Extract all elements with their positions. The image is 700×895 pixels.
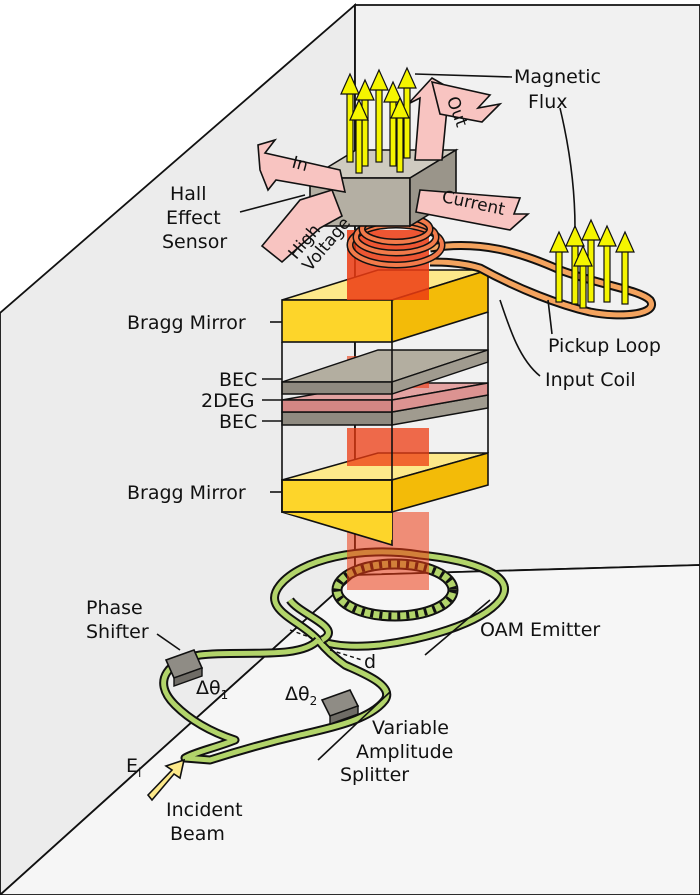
label-delta-theta-2: Δθ2 [285, 683, 317, 708]
flux-arrow [615, 230, 635, 305]
flux-arrows-sensor [340, 66, 417, 174]
flux-arrow [565, 224, 585, 305]
in-arrow [257, 138, 347, 193]
text-labels: Magnetic Flux In Out Current High Voltag… [86, 66, 661, 845]
incident-beam-arrow [146, 758, 186, 802]
flux-arrows-pickup [549, 218, 635, 309]
flux-arrow [397, 66, 417, 159]
label-phase-shifter-2: Shifter [86, 621, 149, 643]
distance-marker-upper [289, 629, 313, 639]
label-delta-theta-1: Δθ1 [196, 677, 228, 702]
label-oam-emitter: OAM Emitter [480, 619, 600, 641]
phase-shifter-1 [164, 648, 204, 687]
flux-arrow [369, 68, 389, 163]
flux-arrow [573, 244, 593, 309]
current-arrow [415, 189, 531, 231]
label-bec-top: BEC [219, 369, 257, 391]
distance-marker-lower [329, 649, 363, 661]
label-vas-1: Variable [372, 717, 449, 739]
high-voltage-arrow [260, 189, 343, 264]
label-distance: d [364, 651, 376, 673]
flux-arrow [597, 224, 617, 303]
label-bragg-top: Bragg Mirror [127, 312, 246, 334]
cavity-beam-lower [347, 428, 429, 466]
label-field-ei: Ei [126, 755, 141, 780]
label-bec-bottom: BEC [219, 411, 257, 433]
flux-arrow [581, 218, 601, 303]
flux-arrow [349, 98, 369, 174]
leader-lines [156, 73, 576, 761]
flux-arrow [383, 80, 403, 167]
label-hall-2: Effect [166, 207, 221, 229]
phase-shifter-2 [320, 689, 360, 725]
label-2deg: 2DEG [201, 390, 254, 412]
label-incident-2: Beam [170, 823, 225, 845]
label-vas-2: Amplitude [356, 741, 453, 763]
label-vas-3: Splitter [340, 764, 409, 786]
out-arrow [407, 76, 503, 161]
vertical-stack [281, 230, 489, 590]
label-hall-3: Sensor [162, 231, 227, 253]
flux-arrow [340, 72, 360, 163]
label-hall-1: Hall [170, 183, 207, 205]
label-in-arrow: In [290, 153, 310, 176]
flux-arrow [549, 230, 569, 303]
label-pickup-loop: Pickup Loop [548, 335, 661, 357]
label-input-coil: Input Coil [545, 369, 636, 391]
label-bragg-bottom: Bragg Mirror [127, 482, 246, 504]
flux-arrow [390, 96, 410, 173]
label-incident-1: Incident [166, 799, 243, 821]
label-magnetic-flux-1: Magnetic [514, 66, 601, 88]
label-phase-shifter-1: Phase [86, 597, 143, 619]
label-magnetic-flux-2: Flux [528, 91, 568, 113]
